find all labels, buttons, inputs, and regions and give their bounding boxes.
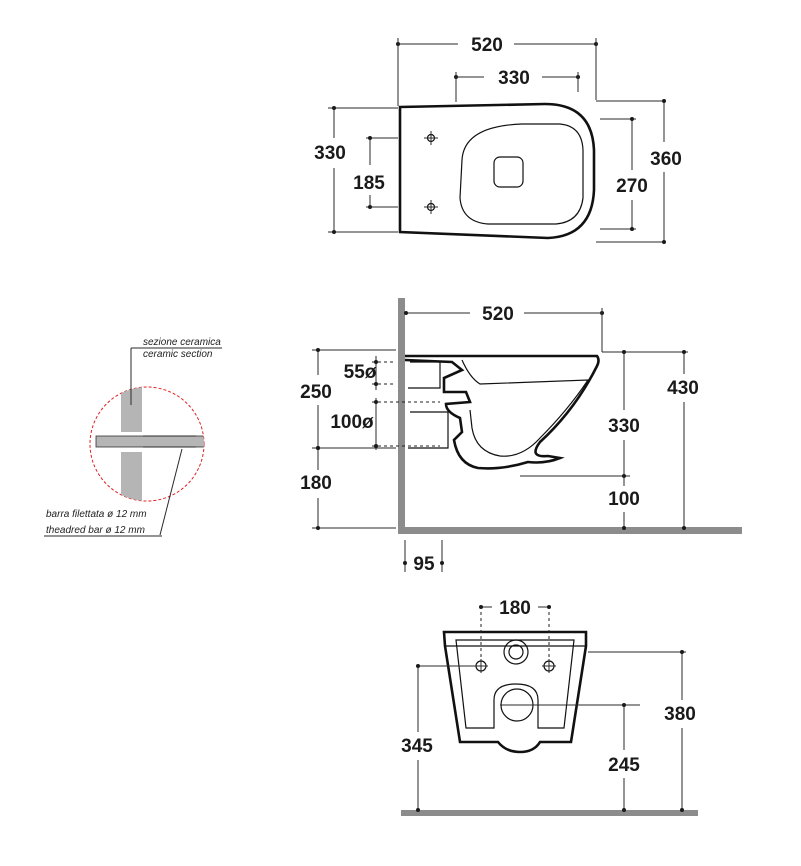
dim-top-hole-spacing-label: 185 [353, 173, 385, 194]
dim-top-fix-span: 330 [454, 68, 580, 102]
side-view-floor [398, 527, 742, 534]
dim-side-pipe-upper-label: 55ø [344, 362, 377, 383]
detail-label-en-bottom: theadred bar ø 12 mm [46, 525, 145, 536]
dim-side-length-label: 520 [482, 304, 514, 325]
dim-side-height-lower-label: 180 [300, 473, 332, 494]
dim-side-height-total-label: 430 [667, 378, 699, 399]
top-view-fixing-hole-upper [424, 131, 438, 145]
dim-top-fix-span-label: 330 [498, 68, 530, 89]
detail-label-it-bottom: barra filettata ø 12 mm [46, 509, 147, 520]
front-view-body-outline [442, 630, 588, 754]
front-view: 180 345 380 245 [401, 598, 698, 816]
top-view: 520 330 330 185 [314, 35, 682, 244]
front-view-inlet [503, 639, 529, 665]
dim-top-hole-spacing: 185 [353, 136, 398, 209]
dim-side-pipe-lower: 100ø [330, 398, 440, 450]
dim-side-length: 520 [404, 304, 604, 352]
dim-top-height-left: 330 [314, 106, 398, 234]
dim-front-height-total-label: 380 [664, 704, 696, 725]
dim-front-height-outlet: 245 [608, 703, 640, 812]
dim-front-height-left-label: 345 [401, 736, 433, 757]
front-view-bolt-left [474, 659, 488, 673]
detail-threaded-bar [95, 435, 204, 448]
side-view-outlet-socket [408, 411, 449, 449]
dim-top-height-left-label: 330 [314, 143, 346, 164]
detail-label-it-top: sezione ceramica [143, 337, 221, 348]
front-view-floor [401, 810, 698, 816]
detail-fixing: sezione ceramica ceramic section barra f… [44, 337, 222, 537]
dim-side-height-upper-label: 250 [300, 382, 332, 403]
dim-front-bolt-spacing-label: 180 [499, 598, 531, 619]
dim-side-height-rim-label: 330 [608, 416, 640, 437]
detail-label-en-top: ceramic section [143, 349, 213, 360]
dim-front-bolt-spacing: 180 [479, 598, 551, 619]
dim-front-height-left: 345 [401, 664, 433, 812]
front-view-bolt-right [542, 659, 556, 673]
detail-ceramic-section [121, 387, 142, 432]
dim-side-pipe-lower-label: 100ø [330, 412, 374, 433]
dim-side-height-rim: 330 [608, 350, 640, 478]
dim-side-height-base-label: 100 [608, 489, 640, 510]
dim-side-height-base: 100 [608, 476, 640, 530]
dim-side-wall-offset-label: 95 [413, 554, 435, 575]
top-view-outlet [493, 156, 524, 188]
side-view-wall [398, 298, 405, 530]
side-view-bowl-inner [461, 359, 590, 457]
dim-top-height-right-outer: 360 [596, 99, 682, 244]
top-view-fixing-hole-lower [424, 200, 438, 214]
dim-top-height-right-inner-label: 270 [616, 176, 648, 197]
dim-top-height-right-inner: 270 [600, 117, 648, 231]
dim-top-width: 520 [396, 35, 598, 106]
dim-side-height-lower: 180 [300, 446, 332, 530]
dim-side-height-upper: 250 [300, 348, 332, 450]
top-view-seat-inner [459, 123, 584, 225]
dim-side-pipe-upper: 55ø [344, 356, 396, 390]
front-view-inner-outline [455, 639, 575, 729]
dim-front-height-total: 380 [664, 650, 696, 812]
top-view-bowl-outline [398, 102, 596, 240]
side-view: 520 250 180 55ø 100ø [300, 298, 742, 575]
dim-side-wall-offset: 95 [403, 540, 444, 575]
side-view-bowl-profile [404, 354, 600, 470]
dim-top-height-right-outer-label: 360 [650, 149, 682, 170]
side-view-inlet-socket [408, 361, 441, 389]
dim-side-height-total: 430 [667, 350, 699, 530]
dim-front-height-outlet-label: 245 [608, 755, 640, 776]
dim-top-width-label: 520 [471, 35, 503, 56]
